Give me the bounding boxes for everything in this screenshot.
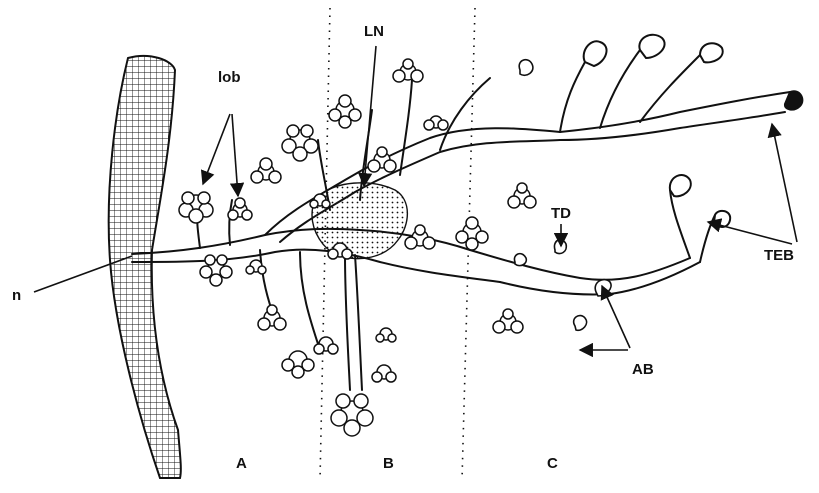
teb-arrow-2 [708, 222, 792, 244]
label-zone-b: B [383, 455, 394, 472]
label-ab: AB [632, 361, 654, 378]
label-zone-a: A [236, 455, 247, 472]
label-lob: lob [218, 69, 241, 86]
label-teb: TEB [764, 247, 794, 264]
lob-arrow-2 [232, 114, 238, 196]
ab-arrow-1 [602, 286, 630, 348]
nipple-muscle-band [109, 56, 181, 478]
label-n: n [12, 287, 21, 304]
label-ln: LN [364, 23, 384, 40]
teb-arrow-1 [772, 124, 797, 242]
terminal-end-buds [584, 35, 803, 227]
label-td: TD [551, 205, 571, 222]
label-zone-c: C [547, 455, 558, 472]
lob-arrow-1 [203, 114, 230, 184]
